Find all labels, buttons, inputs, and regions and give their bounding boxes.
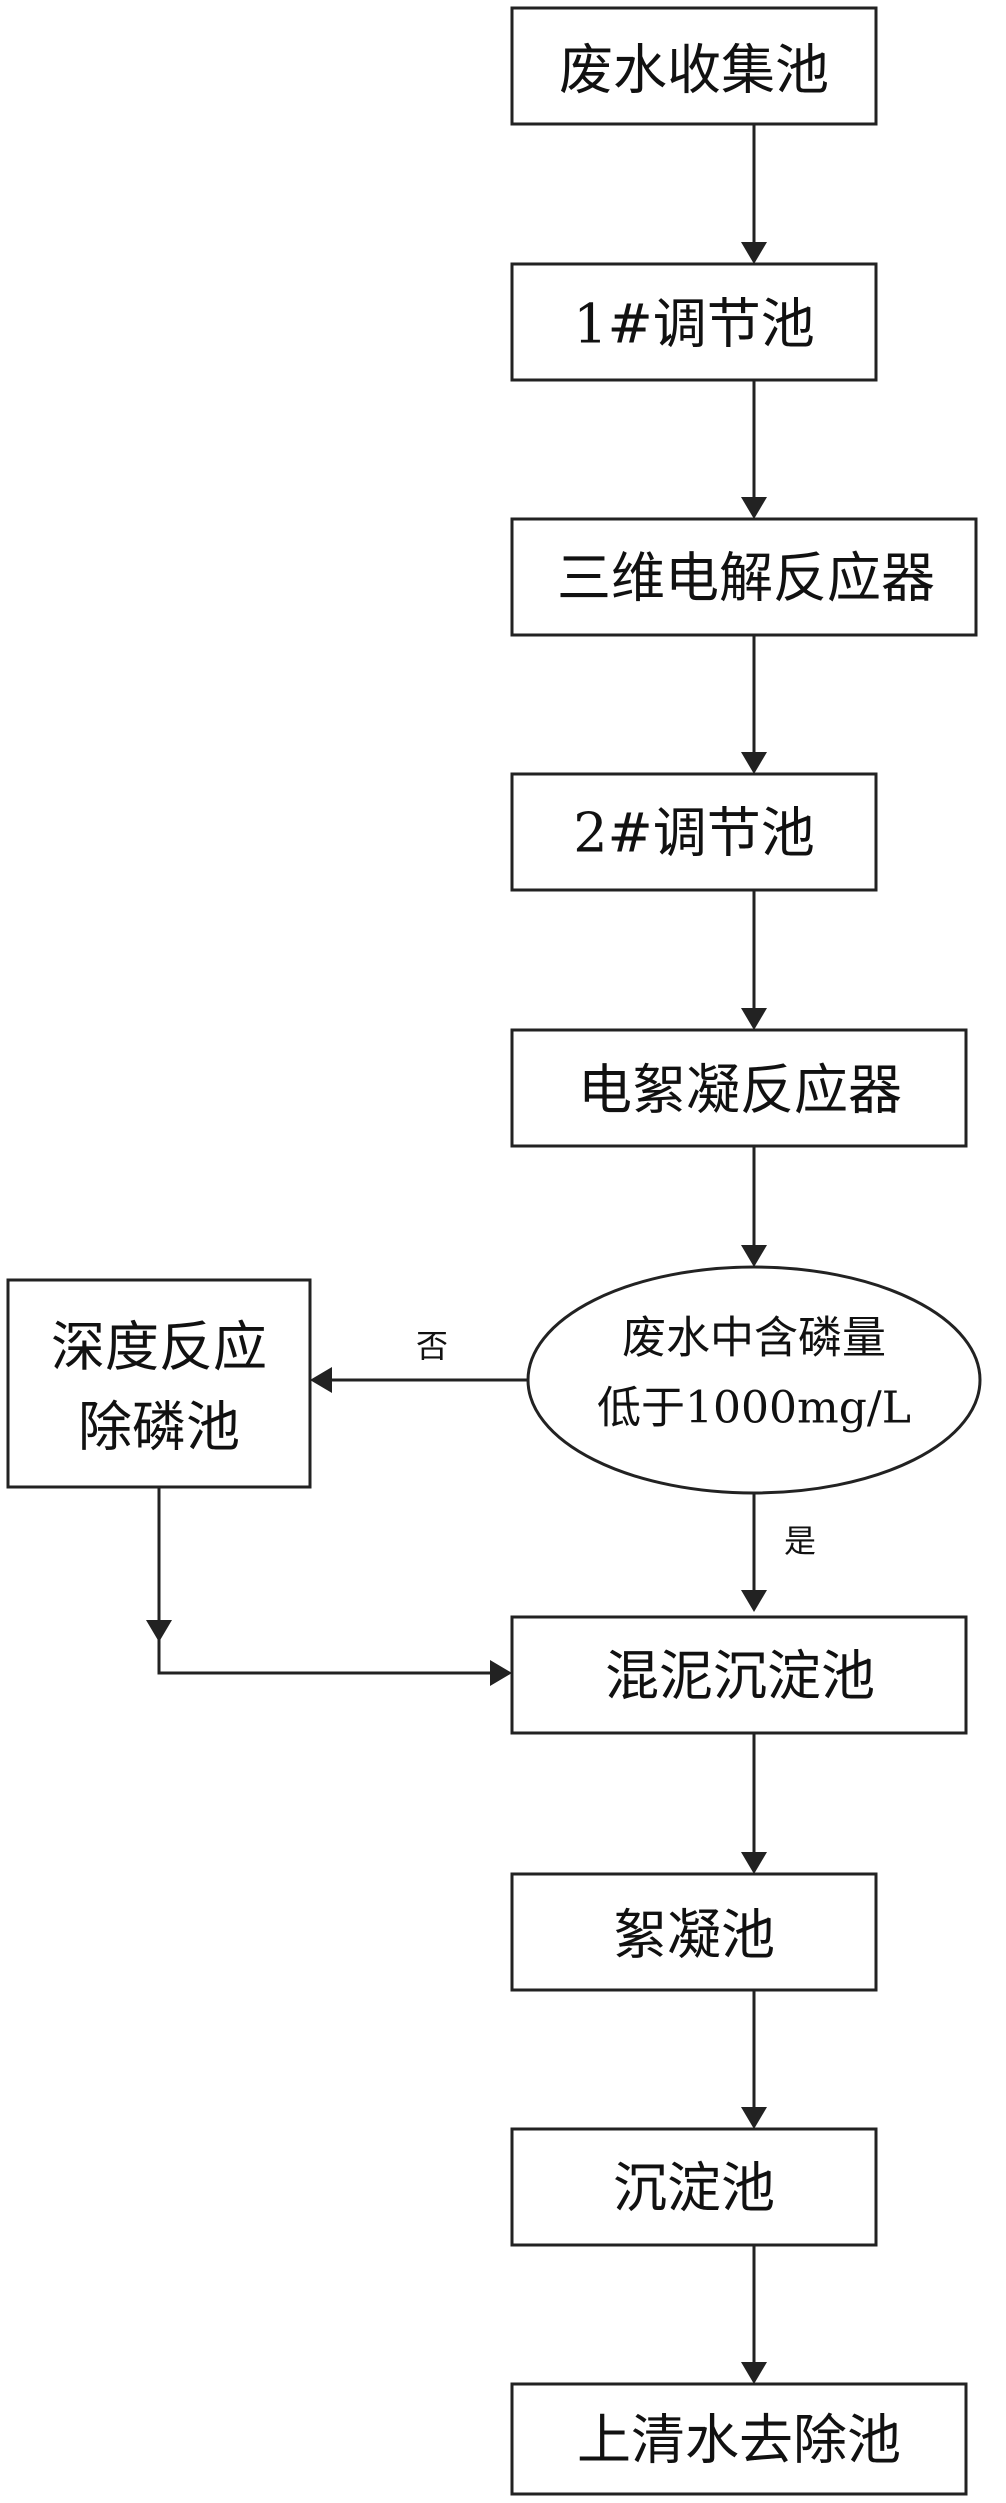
arrow-decision-yes-branch: 是 bbox=[741, 1493, 816, 1612]
node-sedimentation-pool-label: 沉淀池 bbox=[613, 2157, 775, 2220]
node-sedimentation-pool: 沉淀池 bbox=[510, 2127, 878, 2247]
node-regulating-pool-1-label: 1#调节池 bbox=[573, 293, 815, 356]
decision-label-line2: 低于1000mg/L bbox=[597, 1383, 911, 1434]
node-electrolysis-reactor-label: 三维电解反应器 bbox=[557, 547, 935, 610]
arrow-electroflocculation-to-decision bbox=[741, 1146, 767, 1267]
arrow-electrolysis-to-reg2 bbox=[741, 635, 767, 774]
arrow-decision-no-branch: 否 bbox=[310, 1327, 528, 1393]
deep-reaction-label-line2: 除磷池 bbox=[78, 1396, 240, 1459]
arrow-sedimentation-to-supernatant-removal bbox=[741, 2245, 767, 2384]
node-mixed-sedimentation-pool-label: 混泥沉淀池 bbox=[605, 1645, 875, 1708]
node-electroflocculation-reactor: 电絮凝反应器 bbox=[510, 1028, 968, 1148]
deep-reaction-label-line1: 深度反应 bbox=[51, 1316, 267, 1379]
arrow-deep-reaction-to-mixed-sedimentation bbox=[146, 1487, 512, 1686]
arrow-reg1-to-electrolysis bbox=[741, 380, 767, 519]
node-mixed-sedimentation-pool: 混泥沉淀池 bbox=[510, 1615, 968, 1735]
node-collection-pool-label: 废水收集池 bbox=[559, 39, 829, 102]
node-flocculation-pool-label: 絮凝池 bbox=[613, 1904, 775, 1967]
node-electrolysis-reactor: 三维电解反应器 bbox=[510, 517, 978, 637]
arrow-flocculation-to-sedimentation bbox=[741, 1990, 767, 2129]
node-regulating-pool-1: 1#调节池 bbox=[510, 262, 878, 382]
arrow-mixed-sedimentation-to-flocculation bbox=[741, 1733, 767, 1874]
node-phosphorus-decision: 废水中含磷量 低于1000mg/L bbox=[526, 1265, 982, 1495]
node-deep-reaction-pool: 深度反应 除磷池 bbox=[6, 1278, 312, 1489]
node-supernatant-removal-pool: 上清水去除池 bbox=[510, 2382, 968, 2496]
arrow-reg2-to-electroflocculation bbox=[741, 890, 767, 1030]
node-flocculation-pool: 絮凝池 bbox=[510, 1872, 878, 1992]
node-regulating-pool-2: 2#调节池 bbox=[510, 772, 878, 892]
edge-label-no: 否 bbox=[416, 1327, 448, 1365]
node-regulating-pool-2-label: 2#调节池 bbox=[573, 802, 815, 865]
node-electroflocculation-reactor-label: 电絮凝反应器 bbox=[578, 1059, 902, 1122]
arrow-collection-to-reg1 bbox=[741, 124, 767, 264]
edge-label-yes: 是 bbox=[784, 1522, 816, 1560]
node-supernatant-removal-pool-label: 上清水去除池 bbox=[577, 2409, 901, 2472]
node-collection-pool: 废水收集池 bbox=[510, 6, 878, 126]
decision-label-line1: 废水中含磷量 bbox=[622, 1313, 886, 1364]
